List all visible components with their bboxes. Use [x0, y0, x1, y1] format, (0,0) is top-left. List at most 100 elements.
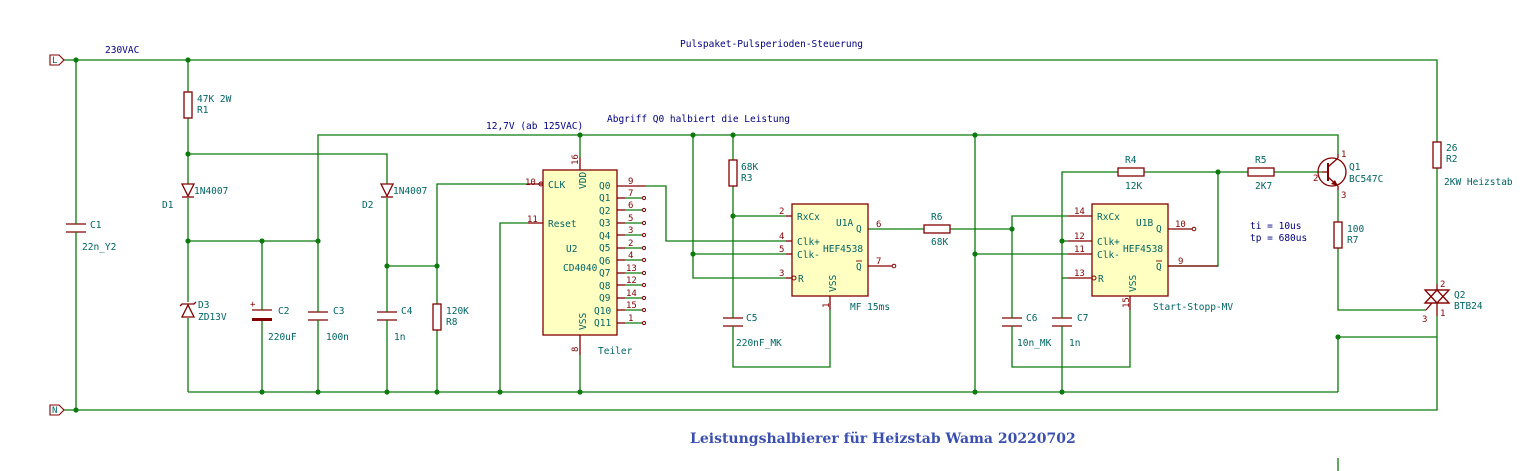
transistor-q1: Q1 BC547C 2 1 3: [1313, 150, 1383, 201]
u2-label: Teiler: [598, 346, 633, 357]
svg-text:4: 4: [628, 251, 633, 261]
svg-text:Q: Q: [1156, 224, 1162, 235]
svg-text:10: 10: [1175, 220, 1186, 230]
svg-text:Q10: Q10: [594, 306, 611, 317]
svg-text:7: 7: [876, 257, 881, 267]
svg-text:Q11: Q11: [594, 318, 611, 329]
svg-text:2: 2: [628, 239, 633, 249]
ic-u1b: RxCx Clk+ Clk- R VSS Q Q U1B HEF4538 14 …: [1068, 203, 1233, 313]
svg-text:R2: R2: [1446, 154, 1457, 165]
note-top: Pulspaket-Pulsperioden-Steuerung: [680, 39, 863, 50]
svg-text:220uF: 220uF: [268, 332, 297, 343]
svg-text:13: 13: [626, 264, 637, 274]
triac-q2: Q2 BTB24 3 1 2: [1422, 280, 1483, 325]
svg-text:R: R: [1098, 274, 1104, 285]
note-supply: 12,7V (ab 125VAC): [486, 121, 583, 132]
u1b-label: Start-Stopp-MV: [1153, 302, 1233, 313]
svg-text:6: 6: [628, 201, 633, 211]
svg-text:6: 6: [876, 220, 881, 230]
svg-text:RxCx: RxCx: [797, 212, 820, 223]
svg-text:C3: C3: [333, 306, 344, 317]
u2-output-stubs: [625, 197, 642, 324]
svg-text:VDD: VDD: [578, 172, 589, 189]
schematic-title: Leistungshalbierer für Heizstab Wama 202…: [690, 431, 1076, 447]
svg-text:D1: D1: [162, 200, 174, 211]
svg-text:1N4007: 1N4007: [194, 186, 228, 197]
svg-text:L: L: [52, 56, 57, 66]
svg-text:Q: Q: [856, 224, 862, 235]
svg-text:1n: 1n: [1069, 338, 1080, 349]
svg-text:2K7: 2K7: [1255, 181, 1272, 192]
svg-text:5: 5: [628, 214, 633, 224]
svg-text:N: N: [52, 406, 57, 416]
svg-text:D3: D3: [198, 300, 209, 311]
svg-text:R: R: [798, 274, 804, 285]
svg-text:C4: C4: [401, 306, 413, 317]
svg-text:Q1: Q1: [599, 193, 611, 204]
svg-text:68K: 68K: [931, 237, 948, 248]
capacitor-c7: C7 1n: [1052, 313, 1088, 349]
svg-text:1: 1: [1440, 309, 1445, 319]
svg-text:Q4: Q4: [599, 231, 611, 242]
note-timing-ti: ti = 10us: [1250, 221, 1301, 232]
resistor-r4: R4 12K: [1117, 155, 1145, 192]
zener-diode-d3: D3 ZD13V: [179, 300, 227, 323]
svg-text:14: 14: [1074, 207, 1085, 217]
note-tap: Abgriff Q0 halbiert die Leistung: [607, 114, 790, 125]
svg-text:2KW Heizstab: 2KW Heizstab: [1444, 177, 1513, 188]
svg-text:11: 11: [527, 215, 538, 225]
svg-text:Q: Q: [1156, 262, 1162, 273]
svg-text:CD4040: CD4040: [563, 263, 598, 274]
svg-text:Clk-: Clk-: [797, 250, 820, 261]
svg-text:26: 26: [1446, 143, 1458, 154]
svg-text:Reset: Reset: [548, 219, 577, 230]
svg-text:R6: R6: [931, 212, 943, 223]
svg-text:16: 16: [571, 154, 581, 165]
svg-text:VSS: VSS: [828, 275, 839, 292]
u2-output-labels: Q0 Q1 Q2 Q3 Q4 Q5 Q6 Q7 Q8 Q9 Q10 Q11: [594, 181, 611, 329]
junctions: [73, 57, 1341, 413]
svg-text:Clk+: Clk+: [797, 237, 820, 248]
svg-text:U1B: U1B: [1136, 218, 1153, 229]
resistor-r5: R5 2K7: [1247, 155, 1275, 192]
capacitor-c3: C3 100n: [308, 306, 349, 343]
svg-text:5: 5: [779, 245, 784, 255]
svg-text:CLK: CLK: [548, 180, 565, 191]
svg-text:3: 3: [779, 269, 784, 279]
resistor-r7: 100 R7: [1333, 221, 1364, 249]
capacitor-c4: C4 1n: [377, 306, 413, 343]
svg-text:220nF_MK: 220nF_MK: [736, 338, 782, 349]
svg-text:12: 12: [626, 276, 637, 286]
svg-text:RxCx: RxCx: [1097, 212, 1120, 223]
svg-text:9: 9: [1178, 257, 1183, 267]
svg-text:Q3: Q3: [599, 218, 610, 229]
svg-text:12: 12: [1074, 232, 1085, 242]
svg-text:7: 7: [628, 189, 633, 199]
svg-text:2: 2: [779, 207, 784, 217]
capacitor-c2: + C2 220uF: [250, 300, 297, 343]
svg-text:9: 9: [628, 177, 633, 187]
svg-text:68K: 68K: [741, 162, 758, 173]
svg-text:Q2: Q2: [1454, 290, 1465, 301]
svg-text:VSS: VSS: [1128, 275, 1139, 292]
svg-text:HEF4538: HEF4538: [1123, 244, 1163, 255]
capacitor-c5: C5 220nF_MK: [723, 313, 782, 349]
ic-u1a: RxCx Clk+ Clk- R VSS Q Q U1A HEF4538 2 4…: [779, 203, 897, 313]
svg-text:15: 15: [626, 301, 637, 311]
svg-text:8: 8: [571, 347, 581, 352]
diode-d2: 1N4007 D2: [362, 183, 427, 211]
svg-text:1N4007: 1N4007: [393, 186, 427, 197]
u2-output-pins: [617, 195, 647, 326]
svg-text:3: 3: [1341, 191, 1346, 201]
svg-text:1n: 1n: [394, 332, 405, 343]
svg-text:Q1: Q1: [1349, 162, 1361, 173]
svg-text:C2: C2: [278, 306, 289, 317]
note-timing-tp: tp = 680us: [1250, 233, 1307, 244]
wires: [64, 59, 1438, 471]
svg-text:Q9: Q9: [599, 293, 611, 304]
svg-text:R8: R8: [446, 317, 458, 328]
svg-text:HEF4538: HEF4538: [823, 244, 863, 255]
svg-text:Q2: Q2: [599, 206, 610, 217]
svg-text:47K 2W: 47K 2W: [197, 94, 232, 105]
